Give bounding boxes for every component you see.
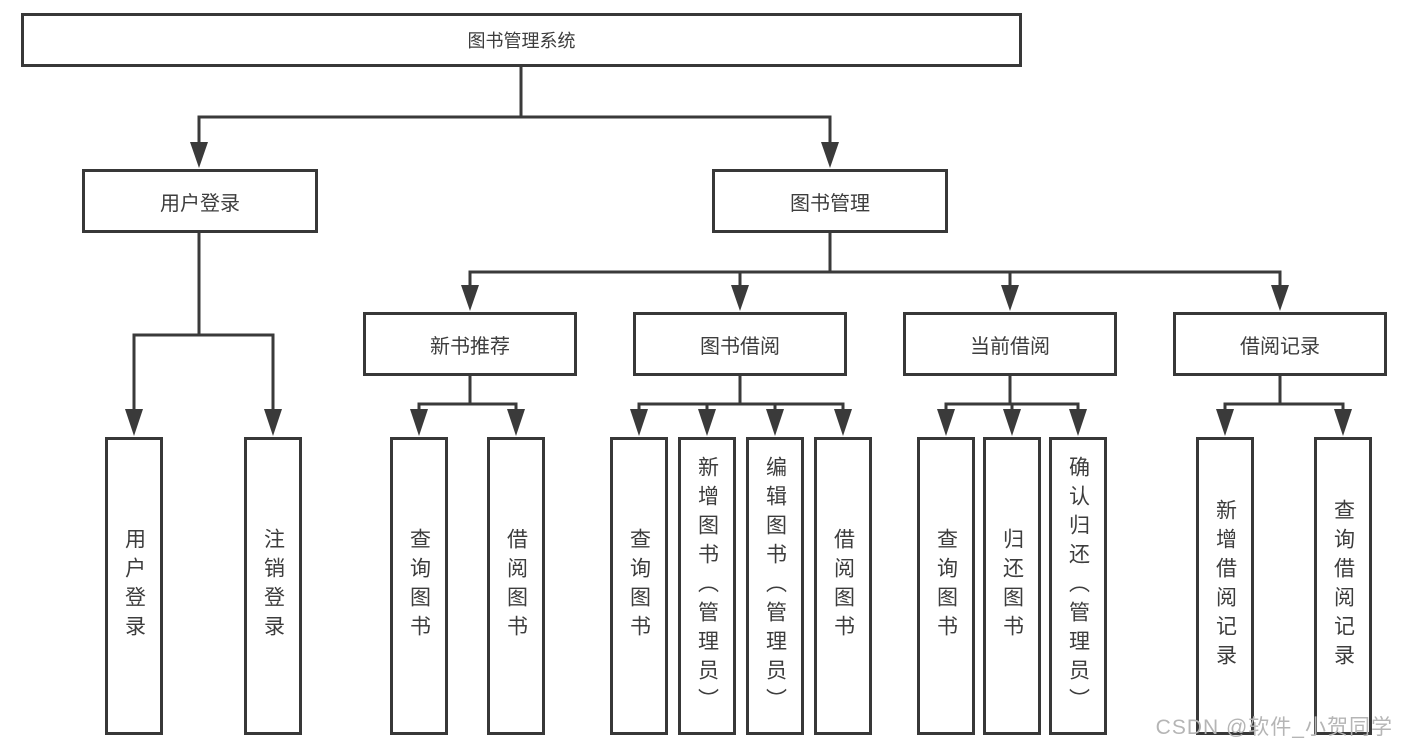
node-label: 用户登录 (160, 192, 240, 215)
node-label: 新书推荐 (430, 335, 510, 358)
node-label: 查询借阅记录 (1331, 499, 1355, 673)
node-borrowing-records: 借阅记录 (1173, 312, 1387, 376)
node-label: 查询图书 (627, 528, 651, 644)
node-current-borrowing: 当前借阅 (903, 312, 1117, 376)
node-book-management: 图书管理 (712, 169, 948, 233)
node-label: 归还图书 (1000, 528, 1024, 644)
node-label: 图书借阅 (700, 335, 780, 358)
node-label: 确认归还（管理员） (1066, 455, 1090, 717)
node-label: 图书管理 (790, 192, 870, 215)
leaf-logout: 注销登录 (244, 437, 302, 735)
node-label: 用户登录 (122, 528, 146, 644)
node-label: 新增图书（管理员） (695, 455, 719, 717)
node-user-login: 用户登录 (82, 169, 318, 233)
leaf-borrow-books-recommend: 借阅图书 (487, 437, 545, 735)
node-label: 查询图书 (934, 528, 958, 644)
arrowhead-icons (125, 142, 1352, 436)
node-label: 借阅图书 (831, 528, 855, 644)
node-label: 当前借阅 (970, 335, 1050, 358)
leaf-query-borrow-record: 查询借阅记录 (1314, 437, 1372, 735)
node-label: 借阅图书 (504, 528, 528, 644)
leaf-return-books: 归还图书 (983, 437, 1041, 735)
node-label: 编辑图书（管理员） (763, 455, 787, 717)
node-label: 借阅记录 (1240, 335, 1320, 358)
node-new-book-recommendation: 新书推荐 (363, 312, 577, 376)
node-book-borrowing: 图书借阅 (633, 312, 847, 376)
leaf-user-login: 用户登录 (105, 437, 163, 735)
leaf-add-book-admin: 新增图书（管理员） (678, 437, 736, 735)
leaf-query-books-current: 查询图书 (917, 437, 975, 735)
leaf-borrow-books-borrowing: 借阅图书 (814, 437, 872, 735)
connector-lines (132, 67, 1345, 410)
watermark: CSDN @软件_小贺同学 (1155, 716, 1393, 739)
leaf-query-books-borrowing: 查询图书 (610, 437, 668, 735)
node-label: 新增借阅记录 (1213, 499, 1237, 673)
node-label: 注销登录 (261, 528, 285, 644)
leaf-edit-book-admin: 编辑图书（管理员） (746, 437, 804, 735)
node-label: 图书管理系统 (467, 31, 576, 51)
leaf-add-borrow-record: 新增借阅记录 (1196, 437, 1254, 735)
leaf-confirm-return-admin: 确认归还（管理员） (1049, 437, 1107, 735)
node-library-management-system: 图书管理系统 (21, 13, 1022, 67)
leaf-query-books-recommend: 查询图书 (390, 437, 448, 735)
node-label: 查询图书 (407, 528, 431, 644)
